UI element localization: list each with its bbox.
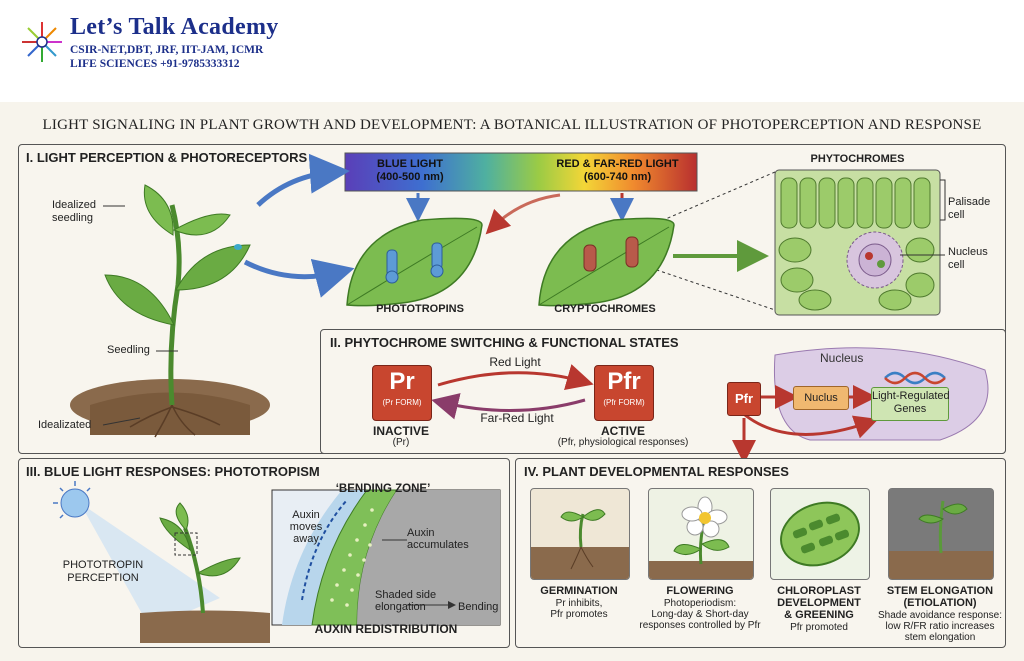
academy-logo-icon [22,22,62,62]
label-auxin-redistribution: AUXIN REDISTRIBUTION [314,622,458,636]
chloroplast-icon [780,501,860,567]
pfr-box: Pfr (Pfr FORM) [594,365,654,421]
label-active: ACTIVE [600,424,645,438]
seedling-illustration [70,184,270,438]
panel4-title: IV. PLANT DEVELOPMENTAL RESPONSES [524,464,789,479]
label-idealized-seedling: Idealized seedling [52,199,97,224]
etiolated-seedling-icon [889,489,993,579]
label-shaded-side: Shaded side elongation [375,589,437,613]
phototropin-leaf [346,217,483,307]
label-idealizated: Idealizated [38,419,92,431]
label-active-sub: (Pfr, physiological responses) [557,437,689,448]
germination-seedling-icon [531,509,629,579]
title-germination: GERMINATION [540,585,618,597]
pfr-symbol: Pfr [607,368,641,395]
label-seedling: Seedling [107,344,150,356]
pfr-small-box: Pfr [727,382,761,416]
label-inactive-sub: (Pr) [392,437,410,448]
label-auxin-moves-away: Auxin moves away [289,509,323,545]
phototropism-illustration [53,481,270,643]
label-phototropin-perception: PHOTOTROPIN PERCEPTION [62,559,144,584]
header: Let’s Talk Academy CSIR-NET,DBT, JRF, II… [0,0,1024,92]
title-chloroplast: CHLOROPLAST DEVELOPMENT & GREENING [777,585,861,621]
leaf-cell-cross-section [774,169,941,316]
label-nucleus: Nucleus [820,351,864,365]
panel2-title: II. PHYTOCHROME SWITCHING & FUNCTIONAL S… [330,335,679,350]
pr-form: (Pr FORM) [382,398,422,407]
label-red-light: RED & FAR-RED LIGHT (600-740 nm) [556,158,679,183]
pr-box: Pr (Pr FORM) [372,365,432,421]
panel3-title: III. BLUE LIGHT RESPONSES: PHOTOTROPISM [26,464,320,479]
label-blue-light: BLUE LIGHT (400-500 nm) [376,158,444,183]
brand-exams: CSIR-NET,DBT, JRF, IIT-JAM, ICMR [70,44,264,56]
label-bending: Bending [458,601,499,613]
label-inactive: INACTIVE [372,424,429,438]
bending-zone-inset [271,489,501,626]
label-nucleus-cell: Nucleus cell [948,246,988,271]
title-flowering: FLOWERING [666,585,734,597]
label-cryptochromes: CRYPTOCHROMES [554,303,656,315]
pfr-form: (Pfr FORM) [603,398,645,407]
title-stem-elongation: STEM ELONGATION (ETIOLATION) [886,585,994,609]
thumb-chloroplast [770,488,870,580]
cryptochrome-leaf [538,217,675,307]
label-far-red-switch: Far-Red Light [480,411,554,425]
brand-contact: LIFE SCIENCES +91-9785333312 [70,58,240,70]
label-phototropins: PHOTOTROPINS [376,303,464,315]
main-title: LIGHT SIGNALING IN PLANT GROWTH AND DEVE… [42,117,982,133]
label-phytochromes: PHYTOCHROMES [810,153,905,165]
desc-chloroplast: Pfr promoted [790,622,848,633]
label-palisade-cell: Palisade cell [948,196,991,221]
brand-name: Let’s Talk Academy [70,14,279,40]
thumb-flowering [648,488,754,580]
panel1-title: I. LIGHT PERCEPTION & PHOTORECEPTORS [26,150,308,165]
label-bending-zone: ‘BENDING ZONE’ [335,483,431,495]
desc-germination: Pr inhibits, Pfr promotes [550,598,608,620]
pr-symbol: Pr [389,368,415,395]
label-auxin-accumulates: Auxin accumulates [407,527,469,551]
thumb-germination [530,488,630,580]
light-regulated-genes-box: Light-Regulated Genes [871,387,950,421]
light-spectrum-bar [344,152,698,192]
label-red-light-switch: Red Light [489,355,541,369]
flower-icon [649,496,753,579]
nuclus-box: Nuclus [793,386,849,410]
thumb-stem-elongation [888,488,994,580]
desc-flowering: Photoperiodism: Long-day & Short-day res… [639,598,761,631]
desc-stem-elongation: Shade avoidance response: low R/FR ratio… [878,610,1002,643]
